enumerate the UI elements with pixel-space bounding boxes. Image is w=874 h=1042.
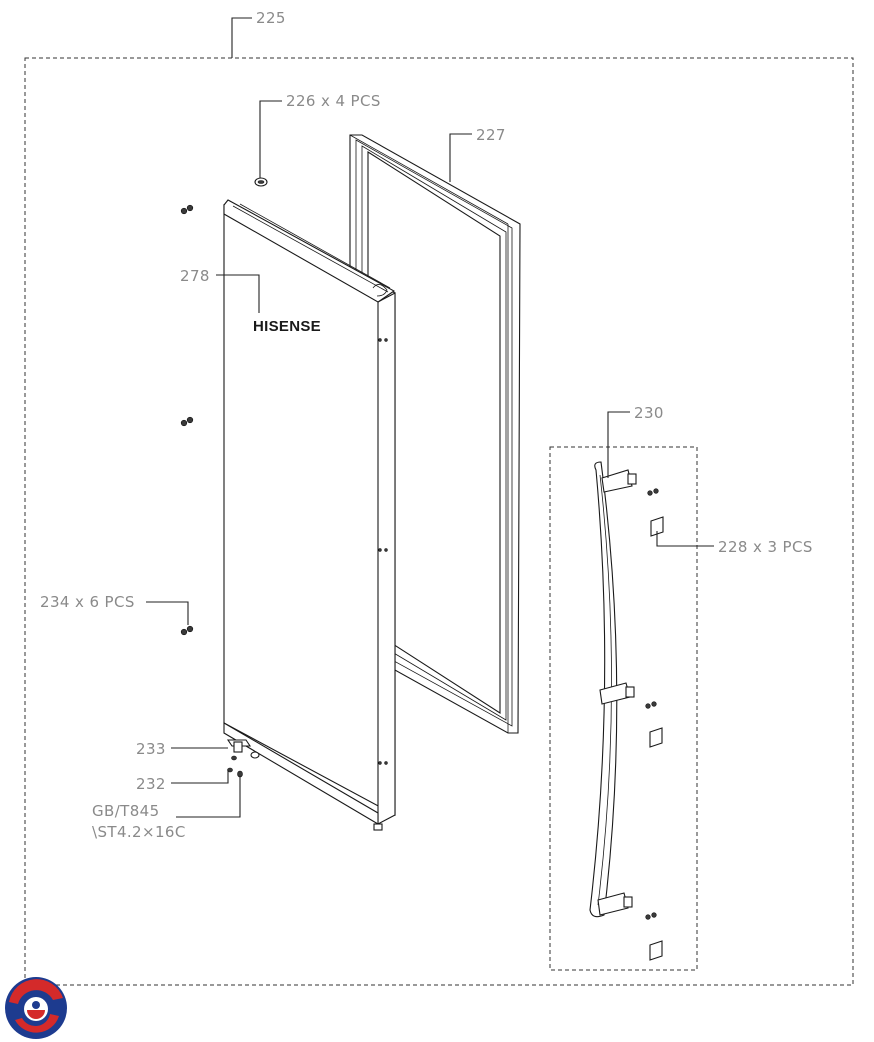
brand-logo-text: HISENSE	[253, 318, 321, 335]
door-handle	[589, 461, 637, 918]
corner-logo	[5, 977, 67, 1039]
callout-228: 228 x 3 PCS	[718, 538, 813, 556]
leader-278	[216, 274, 260, 313]
leader-232	[171, 770, 229, 784]
leader-234	[146, 601, 189, 625]
callout-gb-line2: \ST4.2×16C	[92, 823, 186, 841]
callout-233: 233	[136, 740, 166, 758]
callout-226: 226 x 4 PCS	[286, 92, 381, 110]
leader-225	[231, 17, 252, 58]
handle-cover-bottom	[649, 940, 663, 961]
callout-230: 230	[634, 404, 664, 422]
handle-bracket-middle	[599, 682, 635, 705]
door-panel	[223, 199, 396, 831]
handle-bracket-bottom	[597, 892, 633, 916]
handle-subassembly-boundary	[549, 446, 698, 971]
screw-234-group	[180, 204, 194, 636]
door-foot	[373, 823, 383, 831]
leader-228	[656, 531, 714, 547]
hinge-assembly	[226, 739, 260, 778]
callout-227: 227	[476, 126, 506, 144]
callout-232: 232	[136, 775, 166, 793]
leader-230	[607, 411, 630, 478]
handle-bracket-top	[601, 469, 637, 493]
callout-234: 234 x 6 PCS	[40, 593, 135, 611]
handle-covers	[649, 516, 664, 961]
callout-gb-line1: GB/T845	[92, 802, 160, 820]
leader-gb	[176, 776, 241, 818]
leader-226	[259, 100, 282, 180]
handle-screws	[645, 488, 659, 920]
handle-cover-top	[650, 516, 664, 537]
screw-234-middle	[180, 416, 194, 427]
screw-234-top	[180, 204, 194, 215]
handle-cover-middle	[649, 727, 663, 748]
callout-225: 225	[256, 9, 286, 27]
leader-227	[449, 133, 472, 182]
callout-278: 278	[180, 267, 210, 285]
cap-part	[254, 177, 268, 187]
screw-234-bottom	[180, 625, 194, 636]
assembly-boundary	[24, 57, 854, 986]
